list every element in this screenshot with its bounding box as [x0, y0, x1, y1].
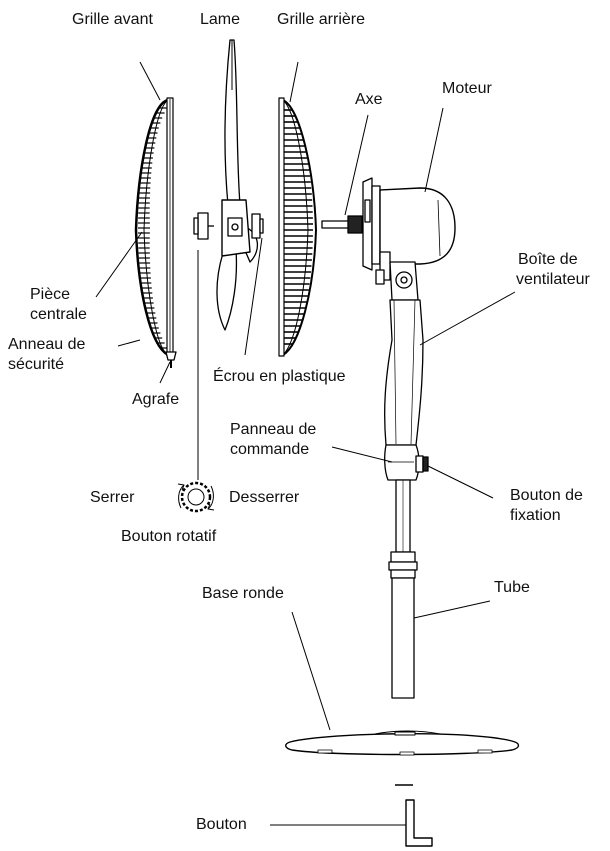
label-boite-ventilateur-2: ventilateur — [516, 271, 590, 288]
label-anneau-securite-2: sécurité — [8, 356, 65, 373]
front-grille — [134, 97, 174, 357]
label-panneau-commande-2: commande — [230, 441, 310, 458]
label-axe: Axe — [355, 91, 383, 108]
motor-assembly — [321, 177, 456, 301]
front-grille-ribs — [138, 107, 168, 349]
fan-housing-pole — [384, 299, 429, 481]
label-grille-avant: Grille avant — [72, 11, 153, 28]
agrafe-clip — [165, 351, 177, 368]
spinner-cap — [193, 212, 214, 240]
leader-lines — [95, 40, 516, 826]
label-desserrer: Desserrer — [229, 489, 300, 506]
label-piece-centrale-2: centrale — [30, 306, 87, 323]
label-bouton: Bouton — [196, 816, 247, 833]
plastic-nut — [251, 213, 264, 239]
telescopic-tube — [388, 479, 418, 699]
label-boite-ventilateur-1: Boîte de — [518, 251, 578, 268]
label-piece-centrale-1: Pièce — [30, 286, 71, 303]
label-tube: Tube — [494, 579, 530, 596]
rotary-knob — [177, 250, 215, 513]
label-lame: Lame — [200, 11, 241, 28]
round-base — [285, 730, 520, 786]
label-bouton-fixation-2: fixation — [510, 507, 561, 524]
label-anneau-securite-1: Anneau de — [8, 336, 86, 353]
label-base-ronde: Base ronde — [202, 585, 284, 602]
l-key — [405, 799, 433, 847]
label-moteur: Moteur — [442, 80, 492, 97]
label-serrer: Serrer — [90, 489, 135, 506]
label-bouton-fixation-1: Bouton de — [510, 487, 583, 504]
label-bouton-rotatif: Bouton rotatif — [121, 528, 217, 545]
label-panneau-commande-1: Panneau de — [230, 421, 317, 438]
label-grille-arriere: Grille arrière — [277, 11, 366, 28]
label-ecrou-plastique: Écrou en plastique — [213, 368, 346, 385]
rear-grille-ribs — [284, 109, 313, 345]
label-agrafe: Agrafe — [132, 391, 180, 408]
rear-grille — [278, 97, 317, 357]
fan-blade — [216, 39, 259, 331]
